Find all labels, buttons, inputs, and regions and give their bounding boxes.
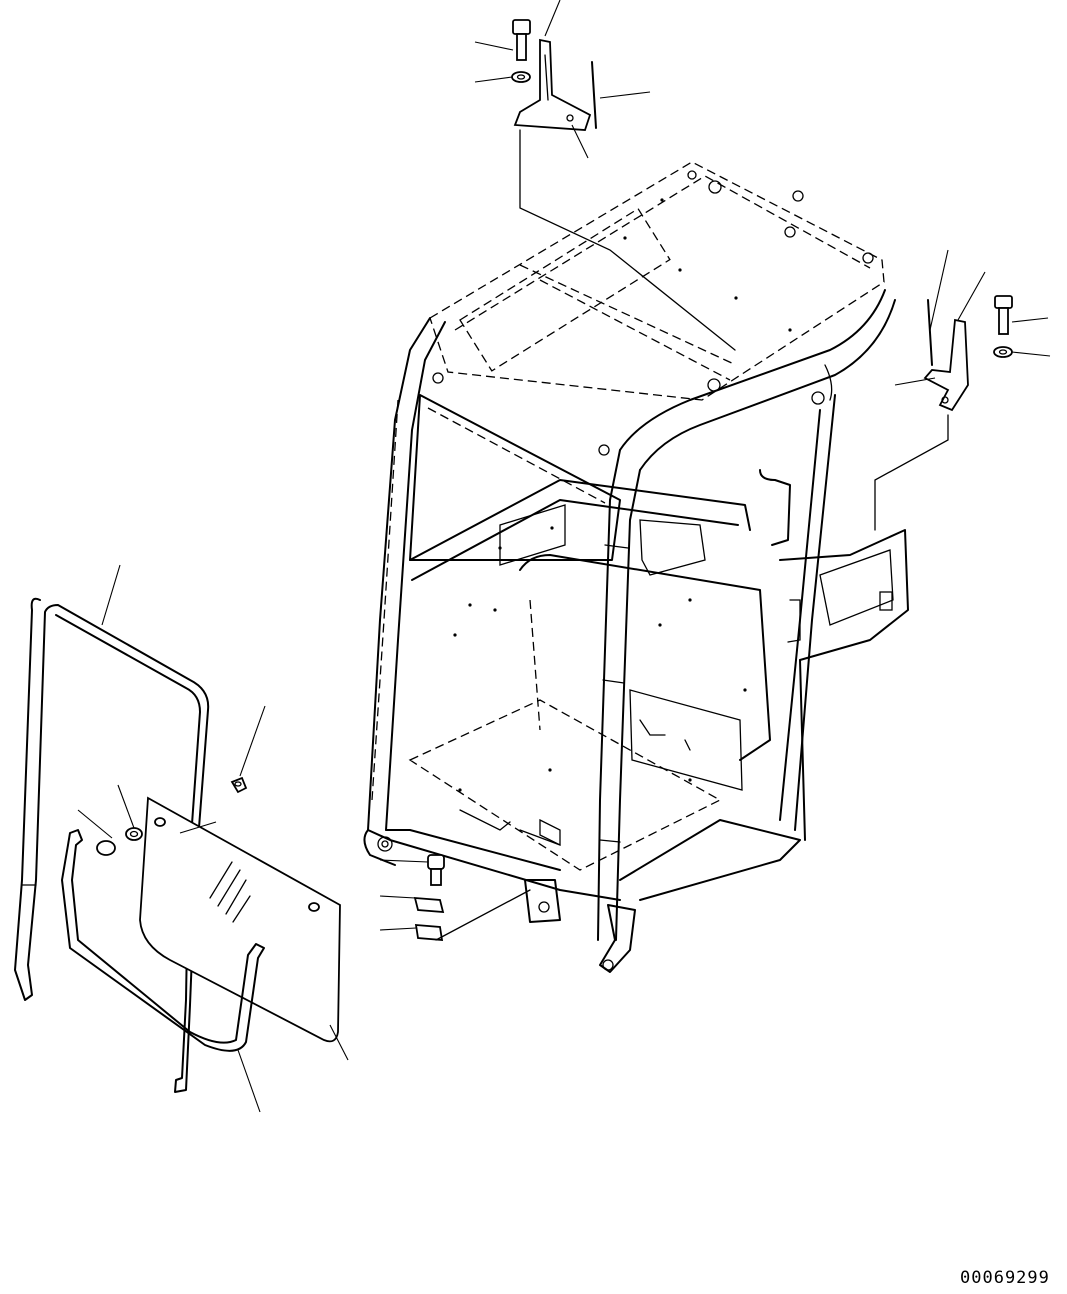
cab-frame xyxy=(363,161,909,973)
lower-fastener-assembly xyxy=(379,854,531,941)
right-bracket-assembly xyxy=(874,249,1051,531)
top-bracket-assembly xyxy=(474,0,736,351)
drawing-number: 00069299 xyxy=(960,1268,1050,1288)
window-seal-assembly xyxy=(14,564,349,1113)
